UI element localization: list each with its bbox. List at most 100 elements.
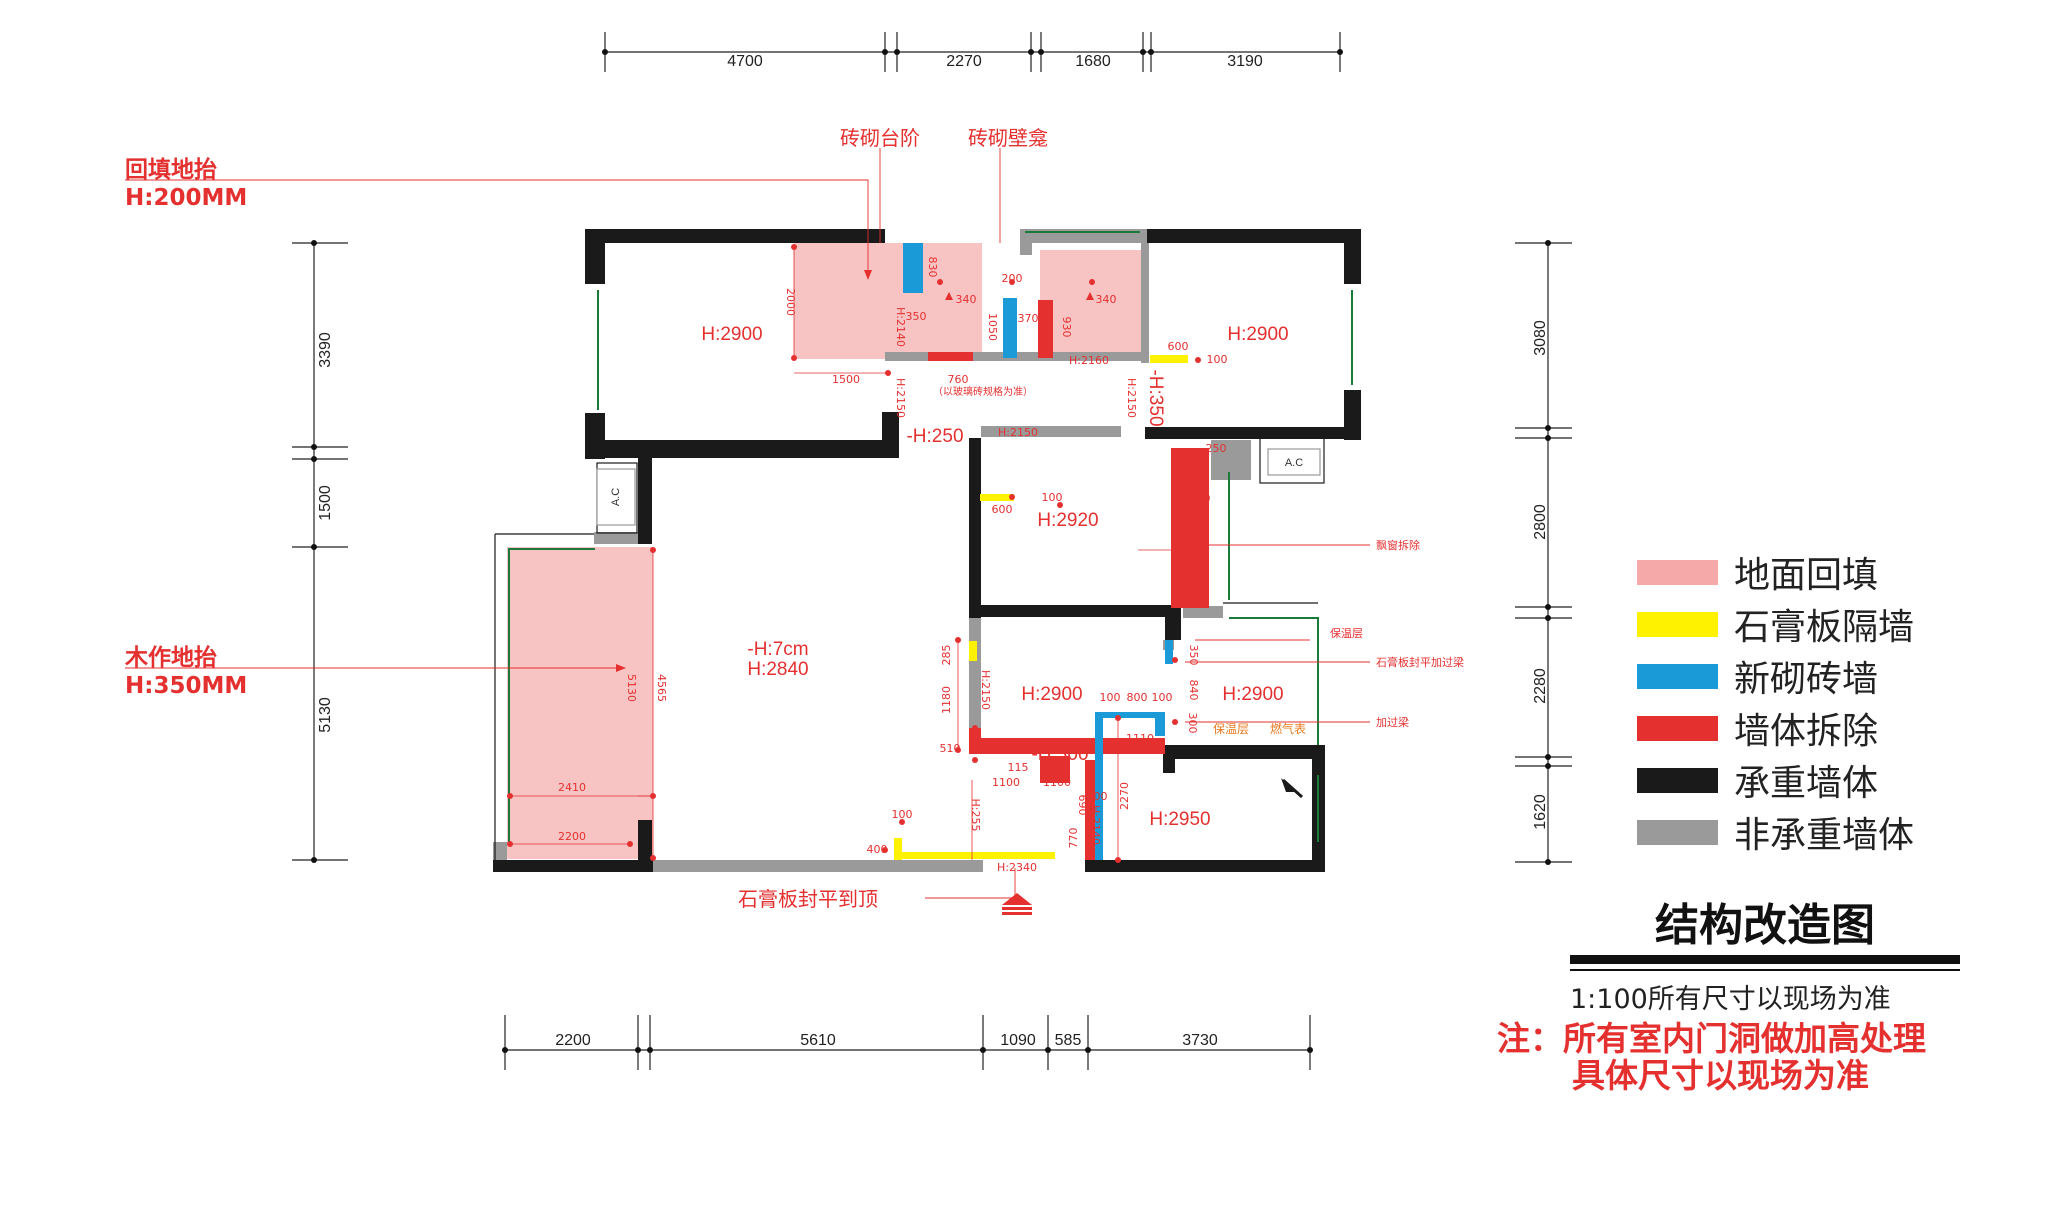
legend-swatch-brick (1637, 664, 1718, 689)
bottom-dim-3: 1090 (1000, 1032, 1036, 1049)
left-dim-3: 5130 (317, 697, 334, 733)
dim-770: 770 (1067, 828, 1080, 849)
dim-600b: 600 (992, 503, 1013, 516)
top-dim-4: 3190 (1227, 53, 1263, 70)
callout-insulation: 保温层 (1330, 626, 1363, 640)
dim-760: 760 (948, 373, 969, 386)
windows (508, 231, 1353, 842)
callout-backfill-title: 回填地抬 (125, 156, 217, 183)
callout-add-beam: 加过梁 (1376, 715, 1409, 729)
dim-300: 300 (1186, 713, 1199, 734)
callout-gypsum-beam: 石膏板封平加过梁 (1376, 655, 1464, 669)
legend-label-loadbearing: 承重墙体 (1734, 763, 1878, 804)
dim-350: 350 (906, 310, 927, 323)
bottom-dim-5: 3730 (1182, 1032, 1218, 1049)
note-line-2: 具体尺寸以现场为准 (1572, 1056, 1869, 1095)
dim-370: 370 (1018, 312, 1039, 325)
dim-350b: 350 (1187, 645, 1200, 666)
bottom-dim-1: 2200 (555, 1032, 591, 1049)
dim-100b: 100 (1042, 491, 1063, 504)
new-brick-walls (903, 243, 1173, 860)
dim-100e: 100 (1152, 691, 1173, 704)
dim-h2150a: H:2150 (894, 378, 907, 418)
room-nw-height: H:2900 (701, 324, 762, 345)
ac-label-right: A.C (1285, 457, 1303, 469)
living-height: H:2840 (747, 659, 808, 680)
callout-brick-step: 砖砌台阶 (840, 126, 920, 150)
dim-5130: 5130 (625, 674, 638, 702)
dim-690: 690 (1076, 795, 1089, 816)
callout-wood-height: H:350MM (125, 673, 247, 699)
room-e-height: H:2900 (1222, 684, 1283, 705)
dim-h2340: H:2340 (997, 861, 1037, 874)
room-c-height: H:2900 (1021, 684, 1082, 705)
legend-swatch-loadbearing (1637, 768, 1718, 793)
dim-340b: 340 (1096, 293, 1117, 306)
top-dim-1: 4700 (727, 53, 763, 70)
right-dim-2: 2800 (1532, 504, 1549, 540)
scale-note: 1:100所有尺寸以现场为准 (1570, 984, 1891, 1015)
callout-brick-niche: 砖砌壁龛 (968, 126, 1048, 150)
dim-h2150d: H:2150 (979, 670, 992, 710)
drawing-title: 结构改造图 (1655, 900, 1875, 951)
dim-100a: 100 (1207, 353, 1228, 366)
legend-label-brick: 新砌砖墙 (1734, 659, 1878, 700)
dim-h2140b: H:2140 (1089, 805, 1102, 845)
dim-100c: 100 (892, 808, 913, 821)
dim-510: 510 (940, 742, 961, 755)
dim-2410: 2410 (558, 781, 586, 794)
note-line-1: 注：所有室内门洞做加高处理 (1497, 1019, 1926, 1058)
ac-box-left (596, 468, 636, 526)
dim-250: 250 (1206, 442, 1227, 455)
dim-700: 700 (1190, 492, 1211, 505)
load-bearing-walls (493, 229, 1361, 872)
legend-swatch-backfill (1637, 560, 1718, 585)
step-h300: -H:300 (1031, 744, 1088, 765)
dim-400: 400 (867, 843, 888, 856)
callout-tile-note: （以玻璃砖规格为准） (933, 385, 1033, 398)
dim-2000: 2000 (784, 288, 797, 316)
backfill-areas (507, 243, 1148, 859)
title-underline-thin (1570, 969, 1960, 971)
callout-wood-title: 木作地抬 (124, 644, 217, 671)
pink-backfill-arrows (945, 292, 1094, 300)
left-dim-1: 3390 (317, 332, 334, 368)
callout-backfill-height: H:200MM (125, 185, 247, 211)
bottom-dim-2: 5610 (800, 1032, 836, 1049)
dim-340a: 340 (956, 293, 977, 306)
title-underline-thick (1570, 955, 1960, 964)
ac-box-right (1267, 448, 1321, 476)
room-mid-height: H:2920 (1037, 510, 1098, 531)
room-ne-height: H:2900 (1227, 324, 1288, 345)
ac-label-left: A.C (610, 488, 622, 506)
entrance-icon (1002, 893, 1032, 915)
dim-200: 200 (1002, 272, 1023, 285)
step-h250: -H:250 (906, 426, 963, 447)
dim-115: 115 (1008, 761, 1029, 774)
gypsum-walls (894, 355, 1188, 860)
dim-1500: 1500 (832, 373, 860, 386)
callout-bay-window: 飘窗拆除 (1376, 538, 1420, 552)
room-se-height: H:2950 (1149, 809, 1210, 830)
right-dim-1: 3080 (1532, 320, 1549, 356)
dim-h2150c: H:2150 (998, 426, 1038, 439)
legend-label-nonload: 非承重墙体 (1734, 815, 1914, 856)
dim-800: 800 (1127, 691, 1148, 704)
dim-2200: 2200 (558, 830, 586, 843)
dim-830: 830 (926, 257, 939, 278)
step-h350: -H:350 (1145, 369, 1166, 426)
small-dimension-marks (510, 247, 1205, 860)
dim-2270: 2270 (1118, 782, 1131, 810)
dim-1050: 1050 (986, 313, 999, 341)
legend-label-gypsum: 石膏板隔墙 (1734, 607, 1914, 648)
top-dim-3: 1680 (1075, 53, 1111, 70)
legend: 地面回填 石膏板隔墙 新砌砖墙 墙体拆除 承重墙体 非承重墙体 (1637, 555, 1914, 856)
right-dim-4: 1620 (1532, 794, 1549, 830)
dim-1180: 1180 (940, 686, 953, 714)
callout-insulation-2: 保温层 (1213, 722, 1249, 736)
dim-840: 840 (1187, 680, 1200, 701)
dim-h2150b: H:2150 (1125, 378, 1138, 418)
bottom-dim-4: 585 (1055, 1032, 1082, 1049)
living-offset: -H:7cm (747, 639, 808, 660)
